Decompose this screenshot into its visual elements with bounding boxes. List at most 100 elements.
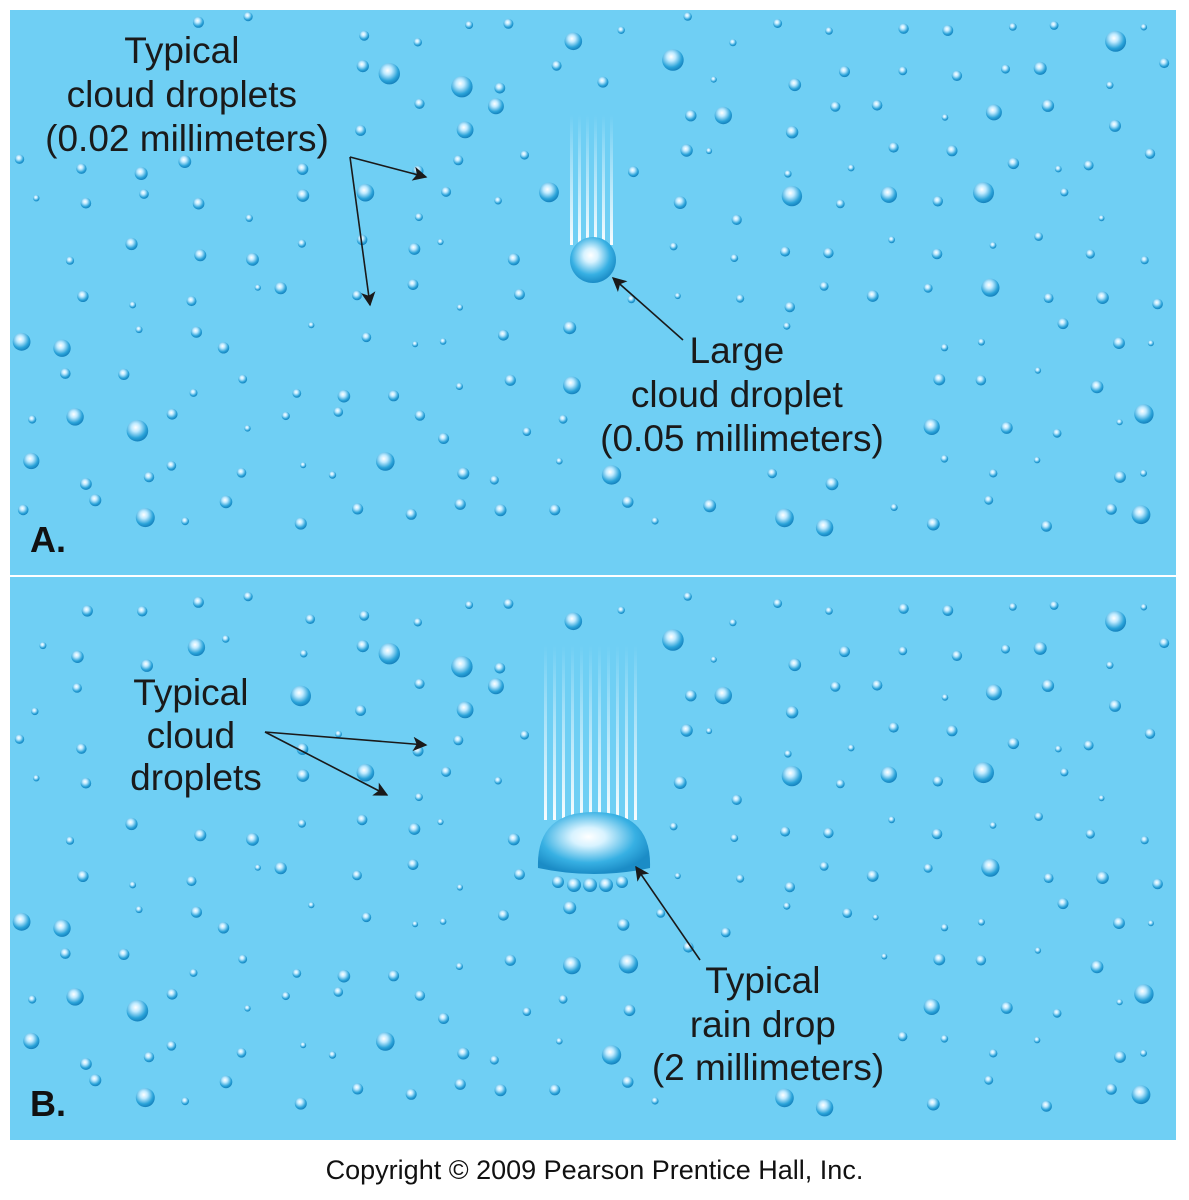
cloud-droplet (539, 182, 559, 203)
cloud-droplet (674, 872, 681, 880)
cloud-droplet (297, 239, 306, 248)
cloud-droplet (1131, 505, 1151, 525)
cloud-droplets-panel-a (12, 12, 1170, 537)
cloud-droplet (985, 104, 1002, 121)
cloud-droplet (823, 827, 834, 839)
cloud-droplet (951, 70, 963, 82)
cloud-droplet (736, 874, 745, 883)
cloud-droplet (66, 988, 84, 1006)
cloud-droplet (65, 256, 75, 265)
cloud-droplet (236, 1048, 247, 1058)
cloud-droplet (730, 834, 739, 842)
cloud-droplet (940, 923, 949, 932)
cloud-droplet (1033, 1036, 1041, 1044)
cloud-droplet (514, 289, 525, 300)
cloud-droplet (28, 995, 37, 1004)
cloud-droplet (785, 126, 799, 139)
cloud-droplet (333, 987, 344, 997)
cloud-droplet (246, 253, 259, 266)
cloud-droplet (281, 991, 290, 1001)
cloud-droplet (254, 284, 261, 291)
cloud-droplet (503, 18, 514, 29)
cloud-droplet (839, 646, 850, 658)
cloud-droplet (773, 599, 783, 608)
cloud-droplet (705, 147, 713, 155)
cloud-droplet (1106, 661, 1114, 669)
cloud-droplet (1008, 603, 1017, 611)
cloud-droplet (187, 638, 206, 656)
cloud-droplet (1049, 21, 1059, 30)
cloud-droplet (520, 150, 529, 160)
cloud-droplet (871, 680, 883, 691)
cloud-droplet (355, 705, 366, 716)
cloud-droplet (66, 408, 84, 426)
cloud-droplet (941, 694, 949, 701)
cloud-droplet (888, 816, 895, 824)
cloud-droplet (736, 294, 745, 303)
cloud-droplet (888, 142, 899, 153)
cloud-droplet (125, 817, 138, 831)
cloud-droplet (1000, 421, 1013, 434)
cloud-droplet (89, 1074, 102, 1087)
cloud-droplet (872, 914, 879, 921)
rain-drop-wake-droplets (552, 876, 628, 892)
cloud-droplet (775, 508, 794, 528)
cloud-droplet (888, 236, 895, 244)
cloud-droplet (977, 918, 985, 926)
arrow-large-droplet (611, 277, 684, 341)
cloud-droplet (192, 197, 205, 210)
cloud-droplet (186, 296, 197, 307)
cloud-droplet (359, 30, 370, 41)
cloud-droplet (465, 21, 474, 29)
cloud-droplet (441, 186, 452, 197)
cloud-droplet (356, 234, 368, 246)
cloud-droplet (378, 62, 400, 85)
cloud-droplet (1049, 601, 1059, 610)
cloud-droplet (361, 912, 372, 923)
cloud-droplet (12, 912, 31, 931)
cloud-droplet (189, 968, 198, 977)
cloud-droplet (1033, 456, 1041, 464)
cloud-droplet (244, 425, 251, 432)
cloud-droplet (1098, 795, 1105, 802)
cloud-droplet (407, 859, 419, 870)
typical-rain-drop (537, 812, 651, 874)
cloud-droplet (413, 38, 422, 47)
cloud-droplet (192, 16, 204, 28)
cloud-droplet (405, 1088, 417, 1100)
cloud-droplet (437, 818, 444, 826)
cloud-droplet (1007, 737, 1020, 750)
cloud-droplet (926, 517, 940, 531)
cloud-droplet (181, 517, 190, 526)
cloud-droplet (238, 374, 248, 384)
cloud-droplet (1114, 1051, 1126, 1063)
arrow-typical-b-1 (264, 731, 428, 752)
cloud-droplet (514, 869, 525, 880)
cloud-droplet (118, 948, 130, 961)
cloud-droplet (72, 683, 82, 693)
cloud-droplet (376, 452, 395, 471)
cloud-droplet (669, 822, 678, 831)
cloud-droplet (866, 870, 879, 882)
cloud-droplet (773, 19, 783, 28)
cloud-droplet (932, 196, 943, 207)
cloud-droplet (190, 906, 202, 918)
cloud-droplet (923, 418, 940, 435)
cloud-droplet (333, 407, 344, 417)
cloud-droplet (1116, 999, 1123, 1006)
typical-droplets-label-a: Typical cloud droplets (0.02 millimeters… (45, 30, 329, 159)
cloud-droplet (219, 495, 233, 509)
cloud-droplet (77, 870, 89, 882)
cloud-droplet (300, 1042, 307, 1049)
cloud-droplet (941, 114, 949, 121)
cloud-droplet (294, 1097, 307, 1110)
cloud-droplet (1098, 215, 1105, 222)
cloud-droplet (1140, 469, 1147, 477)
cloud-droplet (494, 1084, 507, 1097)
cloud-droplet (520, 730, 529, 740)
cloud-droplet (788, 658, 802, 672)
cloud-droplet (926, 1097, 940, 1111)
cloud-droplet (1060, 188, 1069, 197)
cloud-droplet (53, 339, 71, 357)
cloud-droplet (489, 1055, 499, 1065)
